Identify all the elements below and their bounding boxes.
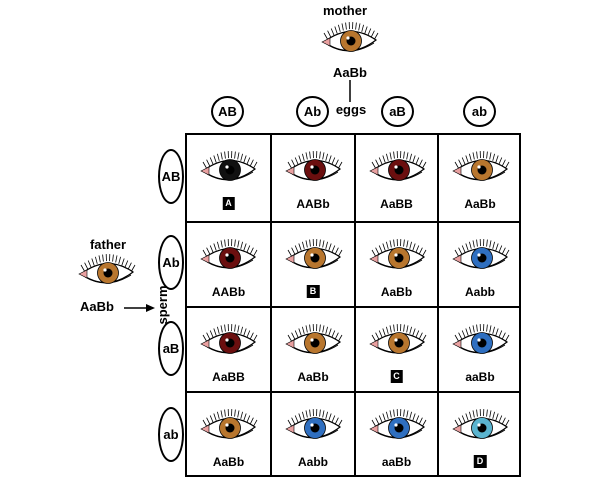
- eye-icon: [368, 409, 426, 439]
- sperm-gamete-AB: AB: [158, 149, 184, 204]
- eye-icon: [452, 151, 510, 181]
- cell-genotype: AaBb: [212, 455, 245, 469]
- eye-icon: [285, 239, 343, 269]
- eye-icon: [368, 239, 426, 269]
- cell-genotype: AaBb: [297, 370, 329, 384]
- cell-genotype: AaBb: [380, 285, 413, 299]
- cell-letter-label: D: [473, 455, 487, 468]
- sperm-gamete-Ab: Ab: [158, 235, 184, 290]
- punnett-cell: B: [270, 221, 354, 306]
- cell-genotype: aaBb: [381, 455, 412, 469]
- sperm-gamete-ab: ab: [158, 407, 184, 462]
- eye-icon: [199, 324, 257, 354]
- mother-genotype: AaBb: [333, 65, 367, 80]
- father-arrow: [124, 304, 155, 312]
- cell-genotype: AABb: [296, 197, 330, 211]
- sperm-gamete-aB: aB: [158, 321, 184, 376]
- cell-genotype: aaBb: [465, 370, 495, 384]
- punnett-cell: aaBb: [354, 391, 437, 475]
- eye-icon: [452, 324, 510, 354]
- punnett-cell: aaBb: [437, 306, 521, 391]
- eye-icon: [285, 151, 343, 181]
- cell-genotype: Aabb: [298, 455, 328, 469]
- eggs-label: eggs: [328, 102, 374, 117]
- cell-genotype: AABb: [211, 285, 246, 299]
- cell-letter-label: C: [390, 370, 403, 383]
- father-genotype: AaBb: [80, 299, 114, 314]
- egg-gamete-aB: aB: [381, 96, 414, 127]
- punnett-cell: AaBB: [187, 306, 270, 391]
- punnett-cell: Aabb: [437, 221, 521, 306]
- egg-gamete-Ab: Ab: [296, 96, 329, 127]
- cell-genotype: AaBB: [380, 197, 413, 211]
- punnett-cell: Aabb: [270, 391, 354, 475]
- cell-letter-label: A: [222, 197, 235, 210]
- eye-icon: [285, 409, 343, 439]
- eye-icon: [199, 409, 257, 439]
- egg-gamete-ab: ab: [463, 96, 496, 127]
- eye-icon: [368, 324, 426, 354]
- punnett-cell: AaBb: [354, 221, 437, 306]
- cell-letter-label: B: [306, 285, 320, 298]
- punnett-cell: A: [187, 135, 270, 221]
- father-eye-icon: [78, 254, 136, 284]
- eye-icon: [452, 239, 510, 269]
- eye-icon: [285, 324, 343, 354]
- cell-genotype: AaBB: [212, 370, 245, 384]
- punnett-cell: AaBb: [437, 135, 521, 221]
- mother-label: mother: [322, 3, 368, 18]
- punnett-cell: AaBB: [354, 135, 437, 221]
- punnett-cell: AABb: [187, 221, 270, 306]
- eye-icon: [199, 151, 257, 181]
- punnett-cell: AABb: [270, 135, 354, 221]
- punnett-cell: AaBb: [187, 391, 270, 475]
- cell-genotype: AaBb: [464, 197, 496, 211]
- eye-icon: [452, 409, 510, 439]
- punnett-cell: D: [437, 391, 521, 475]
- egg-gamete-AB: AB: [211, 96, 244, 127]
- cell-genotype: Aabb: [465, 285, 495, 299]
- eye-icon: [368, 151, 426, 181]
- father-label: father: [89, 237, 127, 252]
- punnett-cell: AaBb: [270, 306, 354, 391]
- mother-eye-icon: [321, 22, 379, 52]
- eye-icon: [199, 239, 257, 269]
- punnett-cell: C: [354, 306, 437, 391]
